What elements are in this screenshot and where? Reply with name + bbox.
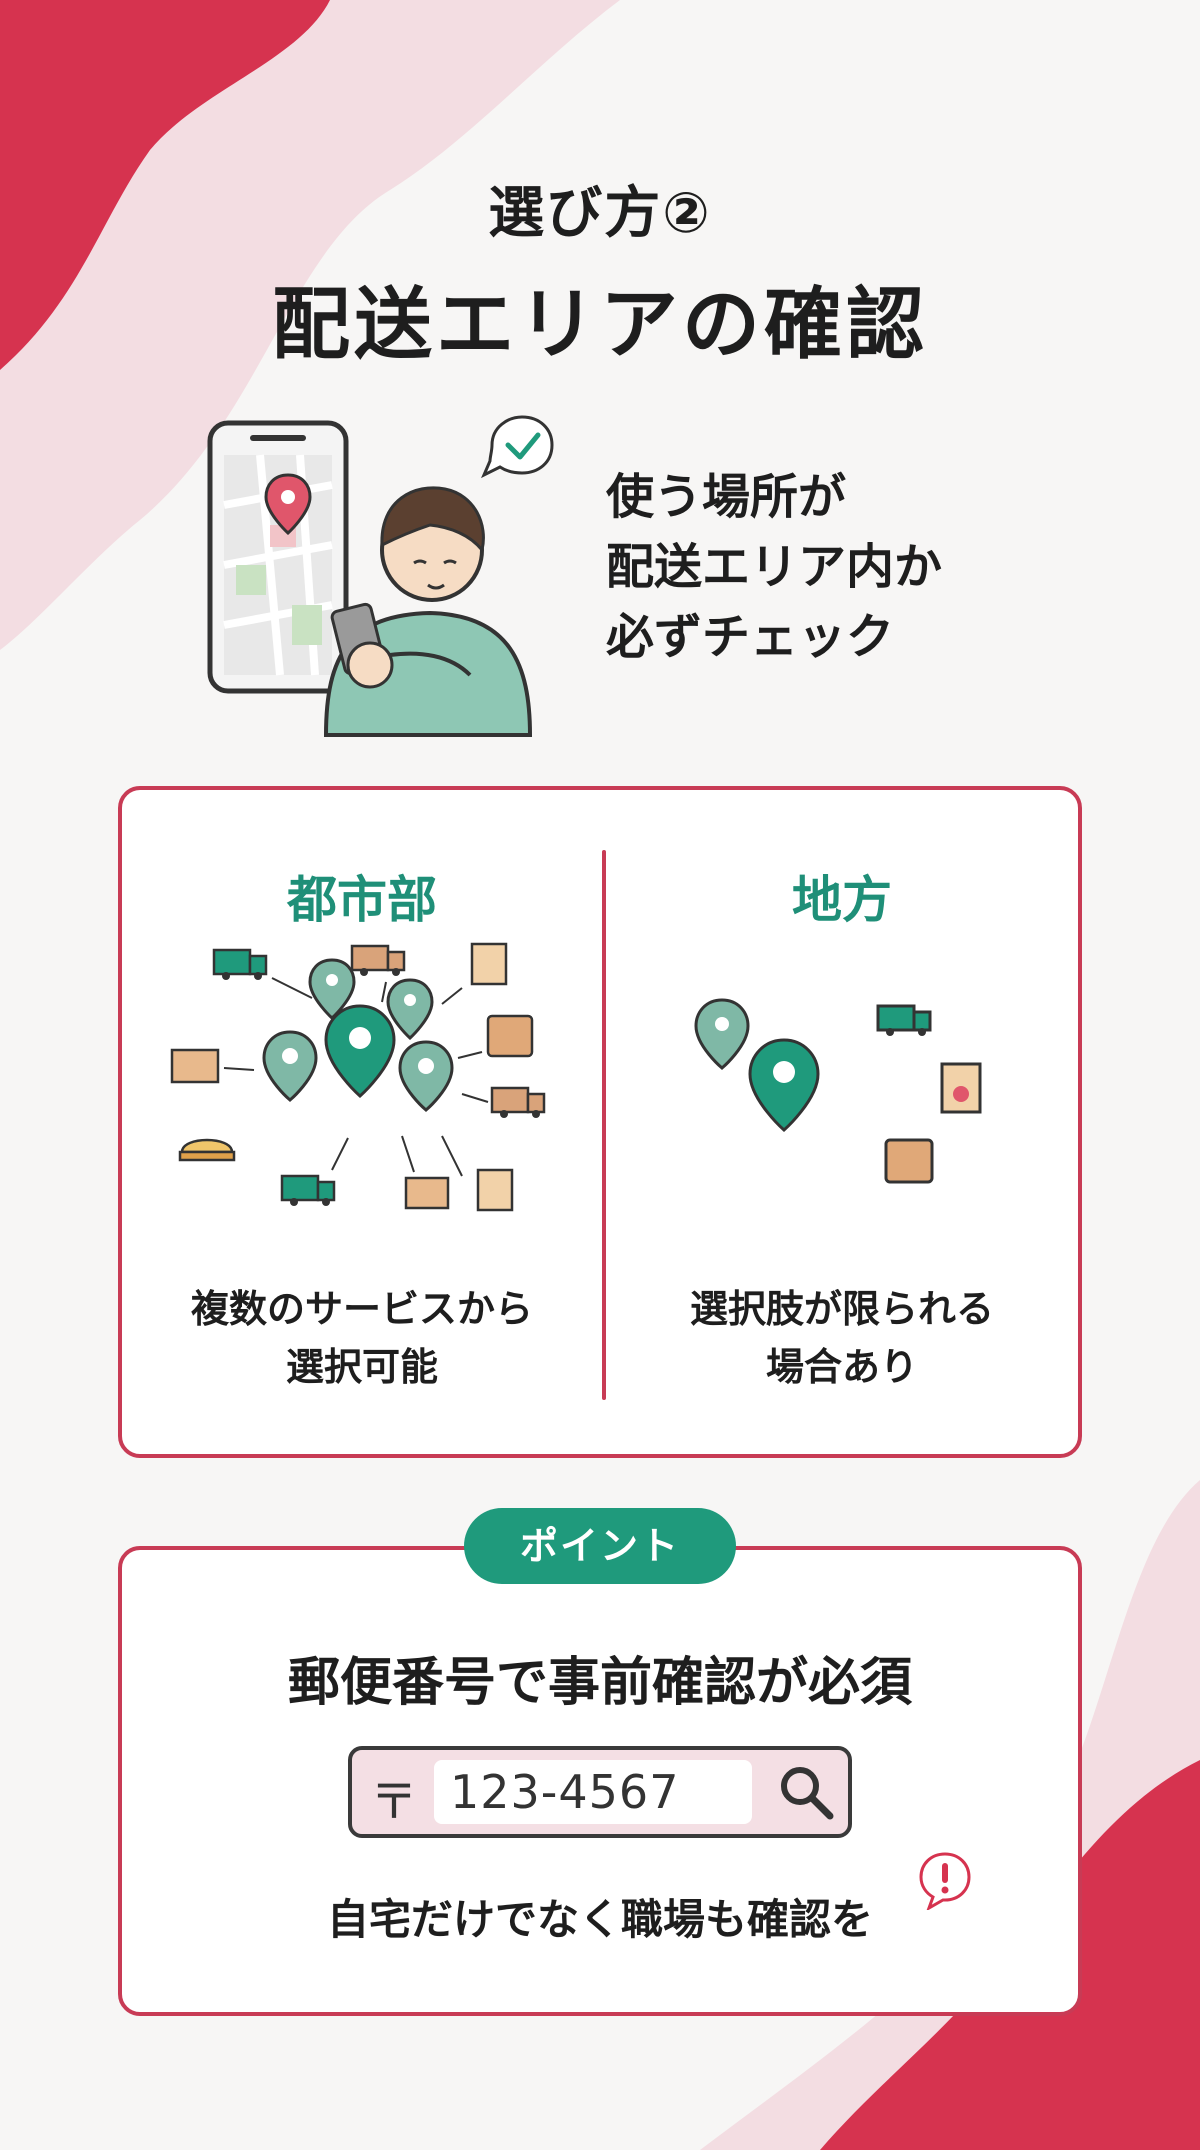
comparison-divider [602, 850, 606, 1400]
hero-line-3: 必ずチェック [606, 609, 895, 665]
phone-map-illustration [207, 415, 554, 737]
point-main-text: 郵便番号で事前確認が必須 [287, 1653, 912, 1713]
hero-line-2: 配送エリア内か [606, 539, 943, 595]
comparison-card: 都市部 地方 [118, 786, 1082, 1458]
urban-desc-line-1: 複数のサービスから [190, 1287, 533, 1331]
rural-desc-line-1: 選択肢が限られる [689, 1287, 994, 1331]
point-card: 郵便番号で事前確認が必須 〒 123-4567 自宅だけでなく職場も確認を [118, 1546, 1082, 2016]
rural-description: 選択肢が限られる 場合あり [622, 1280, 1062, 1396]
postal-code-search[interactable]: 〒 123-4567 [348, 1746, 852, 1838]
urban-description: 複数のサービスから 選択可能 [152, 1280, 572, 1396]
postal-code-input[interactable]: 123-4567 [434, 1760, 752, 1824]
rural-desc-line-2: 場合あり [765, 1345, 918, 1389]
point-note: 自宅だけでなく職場も確認を [326, 1895, 873, 1944]
hero-message: 使う場所が 配送エリア内か 必ずチェック [606, 462, 942, 672]
point-badge: ポイント [464, 1508, 736, 1584]
search-icon[interactable] [774, 1760, 838, 1824]
rural-title: 地方 [792, 871, 892, 929]
rural-delivery-illustration [694, 998, 982, 1184]
urban-desc-line-2: 選択可能 [285, 1345, 438, 1389]
postal-mark-icon: 〒 [370, 1774, 419, 1830]
page-title: 配送エリアの確認 [271, 280, 928, 370]
page-subtitle: 選び方② [488, 181, 712, 246]
exclamation-bubble-icon [919, 1852, 971, 1910]
urban-title: 都市部 [287, 871, 437, 929]
urban-delivery-illustration [170, 942, 546, 1212]
hero-line-1: 使う場所が [606, 469, 847, 525]
